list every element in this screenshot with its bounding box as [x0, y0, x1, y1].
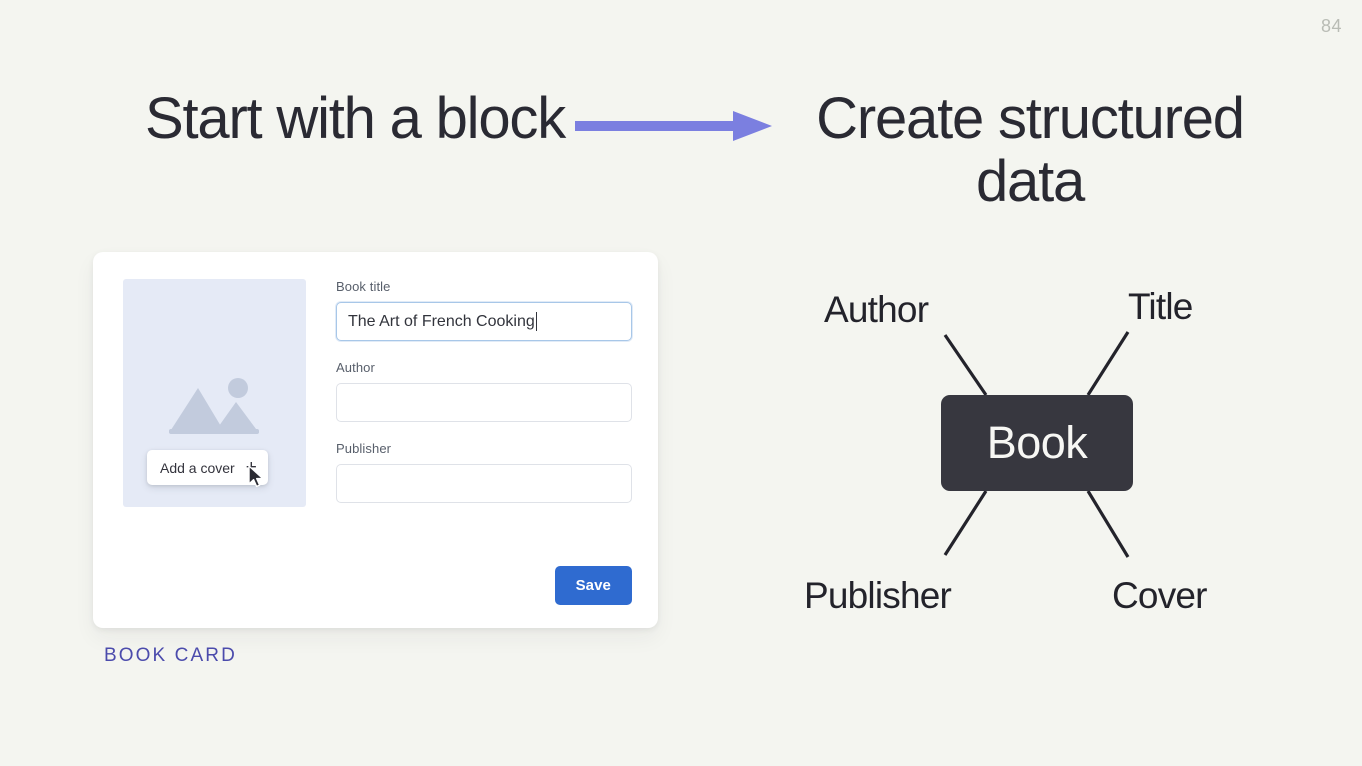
book-title-value: The Art of French Cooking — [348, 312, 535, 330]
heading-right: Create structured data — [816, 86, 1245, 214]
field-book-title: Book title The Art of French Cooking — [336, 279, 632, 341]
diagram-node-author: Author — [824, 289, 929, 330]
diagram-node-book: Book — [941, 395, 1133, 491]
book-card: Add a cover + Book title The Art of Fren… — [93, 252, 658, 628]
structured-data-diagram: Author Title Publisher Cover Book — [780, 270, 1300, 650]
heading-left: Start with a block — [144, 86, 566, 151]
book-title-input[interactable]: The Art of French Cooking — [336, 302, 632, 341]
author-input[interactable] — [336, 383, 632, 422]
add-cover-label: Add a cover — [160, 459, 235, 476]
field-publisher: Publisher — [336, 441, 632, 503]
field-label-publisher: Publisher — [336, 441, 392, 456]
image-placeholder-icon — [167, 375, 263, 442]
page-number: 84 — [1320, 16, 1342, 36]
publisher-input[interactable] — [336, 464, 632, 503]
card-actions: Save — [554, 566, 632, 605]
add-cover-button[interactable]: Add a cover + — [147, 450, 268, 485]
arrow-right-icon — [575, 108, 775, 144]
diagram-node-title: Title — [1128, 286, 1193, 327]
diagram-node-book-label: Book — [986, 417, 1088, 468]
field-label-book-title: Book title — [336, 279, 391, 294]
diagram-node-cover: Cover — [1112, 575, 1208, 616]
text-caret — [535, 312, 537, 331]
diagram-connector-lines — [943, 331, 1130, 558]
field-author: Author — [336, 360, 632, 422]
plus-icon: + — [245, 457, 257, 478]
book-form: Book title The Art of French Cooking Aut… — [336, 279, 632, 503]
cover-upload-area[interactable]: Add a cover + — [123, 279, 306, 507]
book-card-caption: BOOK CARD — [104, 645, 237, 666]
save-button[interactable]: Save — [554, 566, 632, 605]
field-label-author: Author — [336, 360, 375, 375]
diagram-node-publisher: Publisher — [804, 575, 952, 616]
